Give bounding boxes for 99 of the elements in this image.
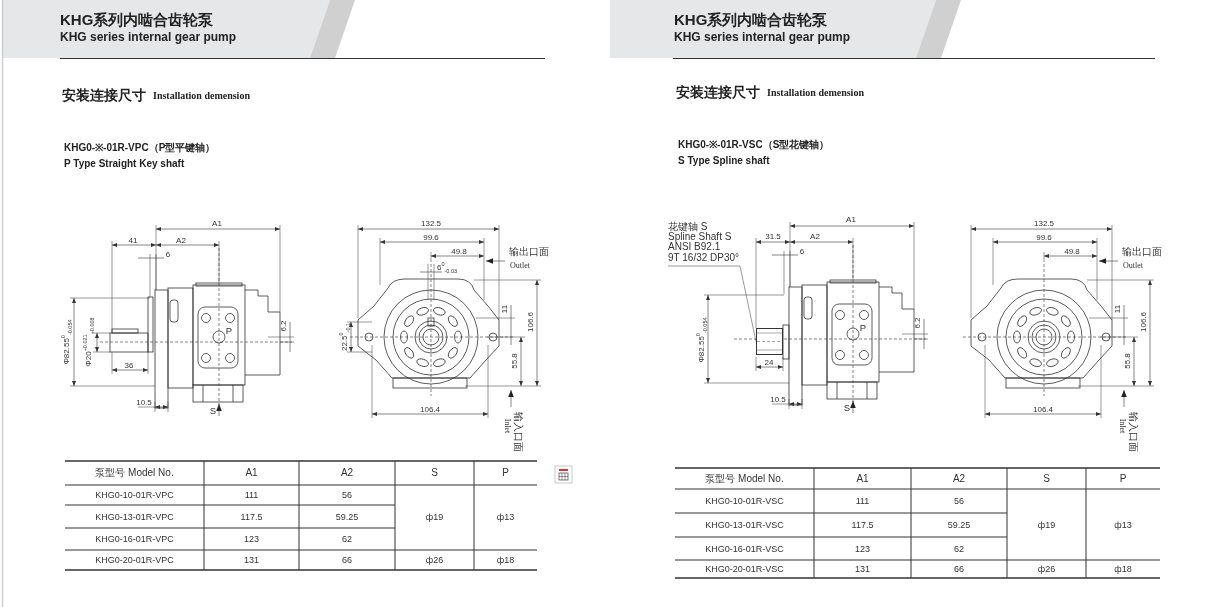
dimension-label: 106.4 — [420, 406, 440, 414]
port-label: 输入口面 — [1128, 412, 1138, 452]
model-number: KHG0-16-01R-VSC — [705, 544, 784, 553]
callout-text: ANSI B92.1 — [668, 242, 722, 253]
port-label: S — [843, 403, 851, 413]
model-number: KHG0-13-01R-VPC — [95, 512, 174, 521]
callout-text: 9T 16/32 DP30° — [668, 252, 741, 263]
dimension-label: 6 — [165, 251, 171, 259]
dimension-value: ф26 — [425, 555, 444, 565]
dimension-value: ф19 — [1037, 520, 1056, 530]
dimension-value: 62 — [342, 534, 352, 544]
shaft-drawing — [756, 328, 783, 355]
dimension-label: 11 — [1114, 304, 1122, 314]
dimension-value: 62 — [954, 544, 964, 553]
port-label: 输出口面 — [509, 247, 549, 257]
dimension-label: A2 — [176, 237, 186, 245]
dimension-label: 106.4 — [1033, 406, 1053, 414]
dimension-label: 31.5 — [765, 233, 781, 241]
dimension-label: 11 — [501, 304, 509, 314]
dimension-label: 49.8 — [451, 248, 467, 256]
column-header: A1 — [856, 473, 869, 484]
port-label: P — [859, 323, 867, 333]
port-label: Inlet — [1118, 418, 1126, 434]
column-header: 泵型号 Model No. — [95, 468, 174, 478]
dimension-value: 111 — [855, 496, 870, 506]
dimension-value: 123 — [855, 544, 870, 553]
port-label: 输入口面 — [513, 412, 523, 452]
dimension-label: 99.6 — [1036, 234, 1052, 242]
dimension-label: 36 — [124, 362, 134, 370]
column-header: A1 — [245, 468, 258, 478]
column-header: A2 — [340, 468, 354, 478]
page-subtitle: KHG series internal gear pump — [674, 31, 851, 43]
model-heading: S Type Spline shaft — [678, 156, 770, 166]
dimension-value: ф13 — [1114, 520, 1132, 530]
model-number: KHG0-13-01R-VSC — [705, 520, 784, 530]
dimension-value: 131 — [855, 564, 870, 574]
port-label: P — [225, 326, 233, 336]
dimension-value: 56 — [342, 490, 352, 500]
section-heading: 安装连接尺寸 — [62, 88, 146, 102]
dimension-value: 66 — [954, 564, 964, 574]
page-title: KHG系列内啮合齿轮泵 — [60, 12, 214, 27]
dimension-value: 56 — [954, 496, 964, 506]
model-number: KHG0-20-01R-VPC — [95, 555, 174, 565]
dimension-label: 99.6 — [423, 234, 439, 242]
dimension-label: 10.5 — [770, 396, 786, 404]
dimension-value: ф18 — [1114, 564, 1132, 574]
model-number: KHG0-10-01R-VPC — [95, 490, 174, 500]
port-label: S — [209, 406, 217, 416]
model-heading: KHG0-※-01R-VPC（P型平键轴） — [64, 143, 216, 153]
dimension-value: 66 — [342, 555, 352, 565]
model-heading: P Type Straight Key shaft — [64, 159, 185, 169]
dimension-label: 106.6 — [1140, 312, 1148, 332]
page-title: KHG系列内啮合齿轮泵 — [674, 12, 828, 27]
model-number: KHG0-16-01R-VPC — [95, 534, 174, 544]
dimension-label: A1 — [846, 216, 856, 224]
dimension-value: ф19 — [425, 512, 444, 521]
leader-line — [667, 265, 757, 342]
dimension-label: A1 — [212, 220, 222, 228]
dimension-label: 6.2 — [914, 317, 922, 329]
dimension-value: 123 — [244, 534, 259, 544]
dimension-label: 106.6 — [527, 312, 535, 332]
dimension-label: 55.8 — [511, 353, 519, 369]
page-subtitle: KHG series internal gear pump — [60, 31, 237, 43]
column-header: A2 — [952, 473, 966, 484]
dimension-value: ф26 — [1037, 564, 1056, 574]
column-header: S — [431, 468, 438, 478]
dimension-label: 6 — [799, 248, 805, 256]
dimension-label: 6.2 — [280, 320, 288, 332]
dimension-value: 131 — [244, 555, 259, 565]
dimension-label: 132.5 — [421, 220, 441, 228]
dimension-label: 55.8 — [1124, 353, 1132, 369]
port-label: Outlet — [1123, 262, 1143, 270]
dimension-label: 132.5 — [1034, 220, 1054, 228]
dimension-value: 117.5 — [851, 520, 874, 530]
model-number: KHG0-10-01R-VSC — [705, 496, 784, 506]
callout-text: 花键轴 S — [668, 222, 708, 233]
dimension-value: 111 — [244, 490, 259, 500]
column-header: S — [1043, 473, 1050, 484]
dimension-label: A2 — [810, 233, 820, 241]
dimension-label: 10.5 — [136, 399, 152, 407]
section-heading: Installation demension — [767, 88, 864, 98]
dimension-value: 59.25 — [947, 520, 971, 530]
model-heading: KHG0-※-01R-VSC（S型花键轴） — [678, 140, 830, 150]
port-label: Outlet — [510, 262, 530, 270]
dimension-label: 49.8 — [1064, 248, 1080, 256]
model-number: KHG0-20-01R-VSC — [705, 564, 784, 574]
dimension-value: 59.25 — [335, 512, 359, 521]
dimension-value: ф13 — [496, 512, 515, 521]
section-heading: 安装连接尺寸 — [676, 85, 760, 99]
column-header: P — [502, 468, 509, 478]
dimension-label: 41 — [128, 237, 138, 245]
section-heading: Installation demension — [153, 91, 250, 101]
dimension-value: ф18 — [496, 555, 515, 565]
dimension-value: 117.5 — [240, 512, 263, 521]
port-label: 输出口面 — [1122, 247, 1162, 257]
column-header: 泵型号 Model No. — [705, 473, 784, 484]
port-label: Inlet — [503, 418, 511, 434]
callout-text: Spline Shaft S — [668, 232, 733, 243]
column-header: P — [1119, 473, 1127, 484]
